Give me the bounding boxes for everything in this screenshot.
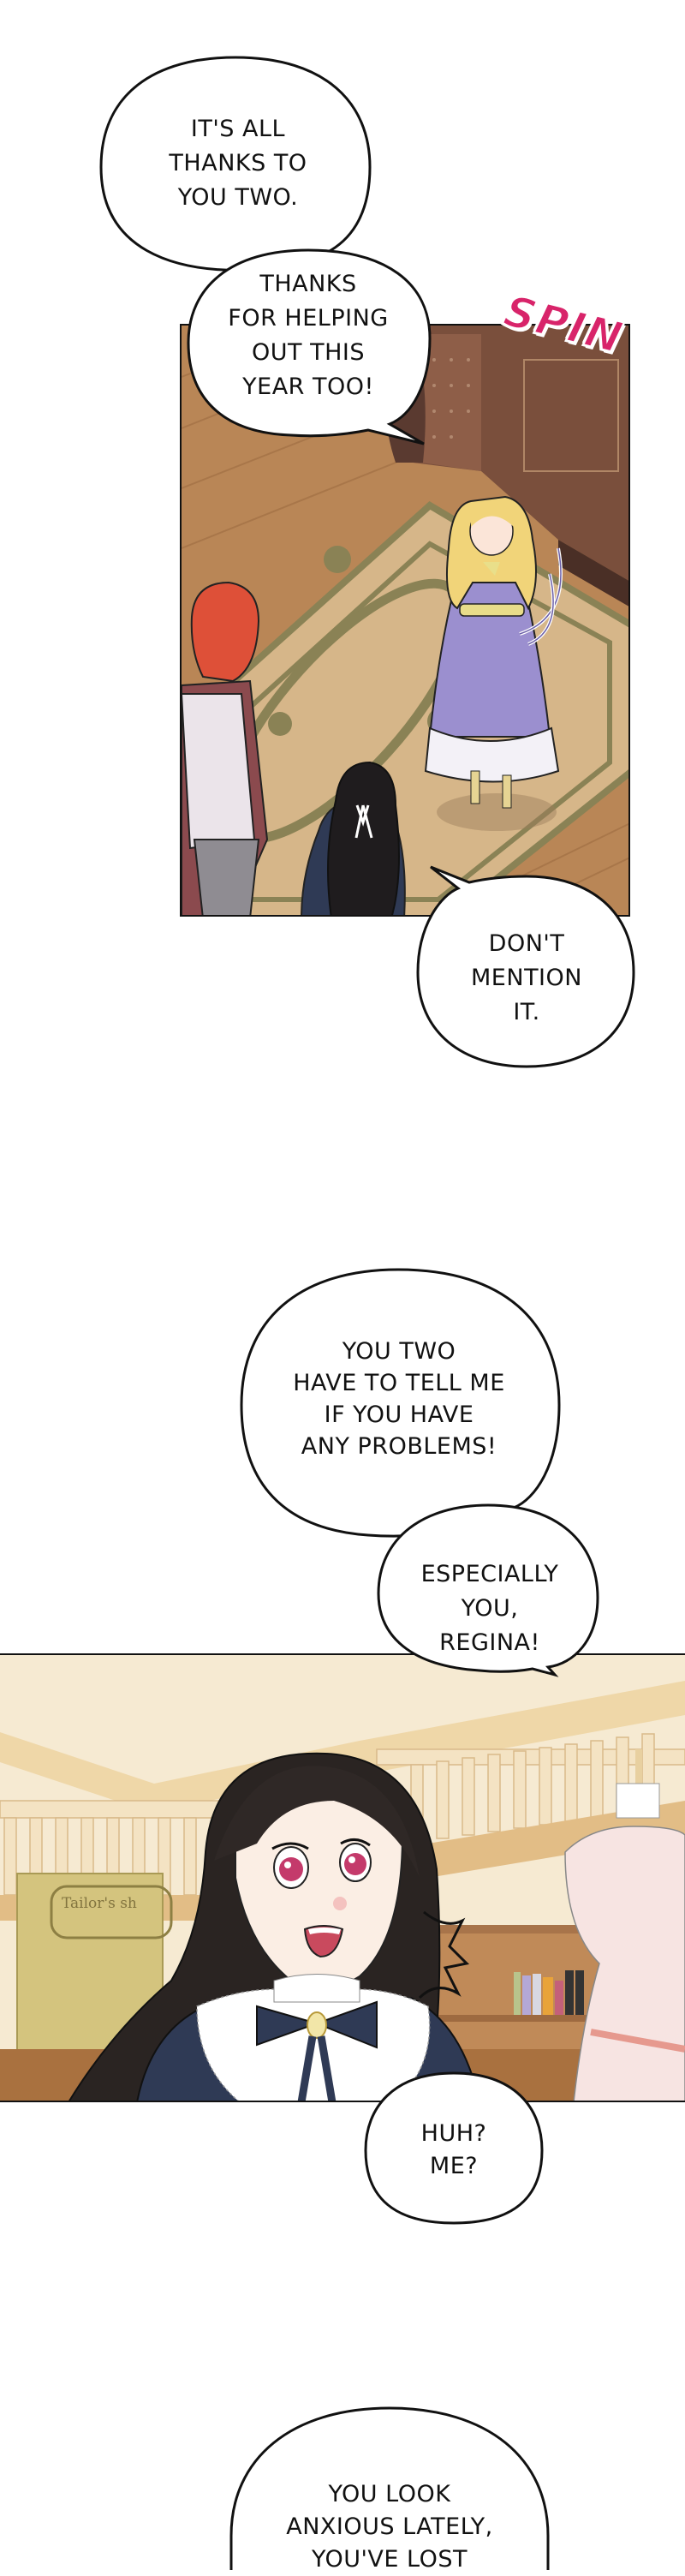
speech-bubble-1-text: IT'S ALL THANKS TO YOU TWO. (169, 116, 307, 211)
speech-bubble-7-text: YOU LOOK ANXIOUS LATELY, YOU'VE LOST (286, 2481, 493, 2573)
comic-panel-room (180, 324, 630, 917)
comic-panel-shop (0, 1653, 685, 2102)
room-scene-illustration (182, 326, 628, 915)
speech-bubble-3-text: DON'T MENTION IT. (471, 930, 582, 1025)
speech-bubble-4-text: YOU TWO HAVE TO TELL ME IF YOU HAVE ANY … (293, 1338, 505, 1460)
speech-bubble-6-text: HUH? ME? (420, 2120, 487, 2179)
speech-bubble-5-text: ESPECIALLY YOU, REGINA! (420, 1561, 559, 1656)
speech-bubble-2-text: THANKS FOR HELPING OUT THIS YEAR TOO! (228, 271, 389, 400)
shop-scene-illustration (0, 1655, 685, 2101)
shop-sign-text: Tailor's sh (62, 1895, 137, 1912)
